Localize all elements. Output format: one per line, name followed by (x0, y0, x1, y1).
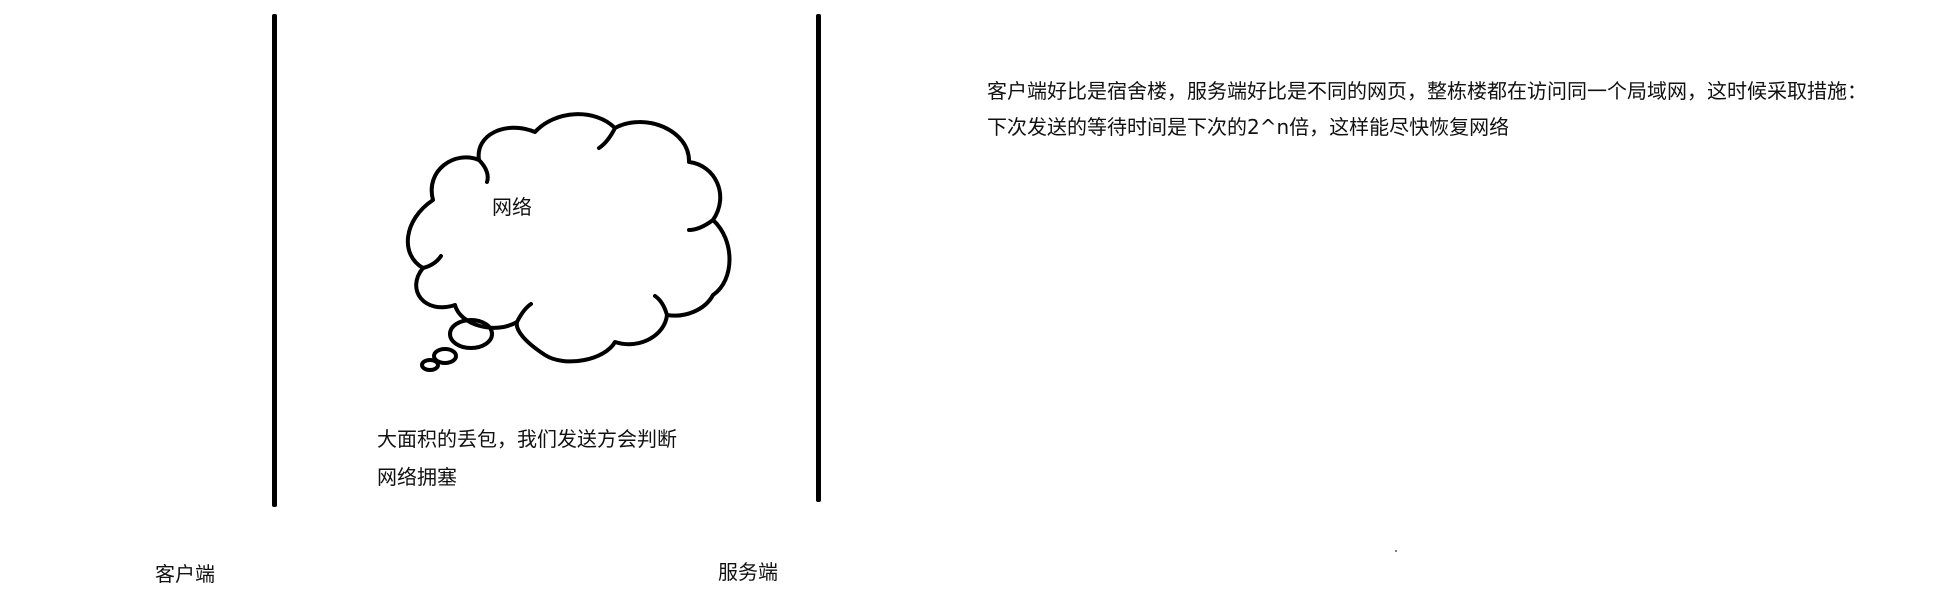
cloud-label: 网络 (492, 195, 532, 219)
stray-dot (1395, 550, 1397, 552)
server-boundary-line (816, 14, 821, 502)
client-label: 客户端 (155, 562, 215, 586)
packet-loss-note: 大面积的丢包，我们发送方会判断 网络拥塞 (377, 420, 737, 496)
client-boundary-line (272, 14, 277, 507)
network-cloud-icon (405, 112, 732, 372)
packet-loss-note-line-2: 网络拥塞 (377, 465, 457, 489)
cloud-outline (405, 112, 732, 364)
server-label: 服务端 (718, 560, 778, 584)
explanation-text: 客户端好比是宿舍楼，服务端好比是不同的网页，整栋楼都在访问同一个局域网，这时候采… (987, 73, 1927, 145)
explanation-line-1: 客户端好比是宿舍楼，服务端好比是不同的网页，整栋楼都在访问同一个局域网，这时候采… (987, 79, 1867, 103)
explanation-line-2: 下次发送的等待时间是下次的2^n倍，这样能尽快恢复网络 (987, 115, 1510, 139)
packet-loss-note-line-1: 大面积的丢包，我们发送方会判断 (377, 427, 677, 451)
